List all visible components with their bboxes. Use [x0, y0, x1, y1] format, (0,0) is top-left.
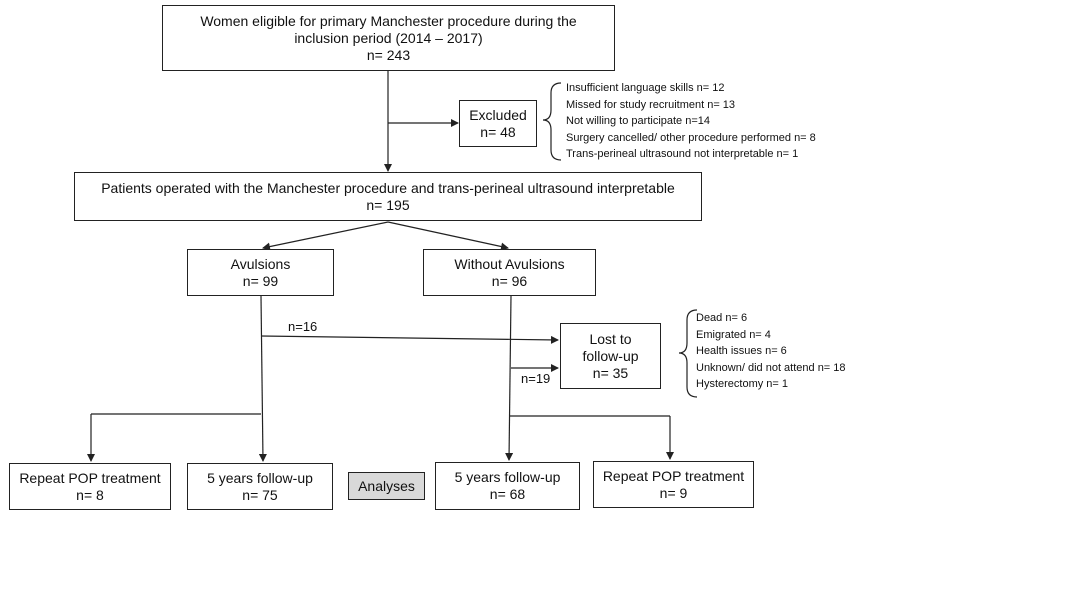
- excluded-reason: Missed for study recruitment n= 13: [566, 98, 736, 111]
- operated-count: n= 195: [366, 196, 410, 213]
- excluded-reason: Insufficient language skills n= 12: [566, 82, 725, 94]
- lost-reasons-list: Dead n= 6 Emigrated n= 4 Health issues n…: [696, 310, 846, 393]
- followup-left-count: n= 75: [242, 486, 278, 503]
- eligible-line1: Women eligible for primary Manchester pr…: [200, 12, 577, 29]
- excluded-count: n= 48: [480, 123, 516, 140]
- lost-line1: Lost to: [589, 330, 632, 347]
- followup-right-title: 5 years follow-up: [454, 469, 561, 485]
- followup-right-count: n= 68: [489, 486, 526, 502]
- excluded-title: Excluded: [469, 106, 527, 123]
- lost-reason: Hysterectomy n= 1: [696, 378, 789, 390]
- without-lost-label: n=19: [521, 371, 551, 386]
- lost-reason: Health issues n= 6: [696, 345, 787, 357]
- analyses-box: Analyses: [348, 472, 425, 500]
- excluded-reasons-list: Insufficient language skills n= 12 Misse…: [566, 80, 816, 163]
- lost-count: n= 35: [592, 364, 629, 381]
- followup-right-box: 5 years follow-up n= 68: [435, 462, 580, 510]
- without-avulsions-title: Without Avulsions: [454, 255, 565, 272]
- excluded-box: Excluded n= 48: [459, 100, 537, 147]
- lost-reason: Dead n= 6: [696, 312, 748, 324]
- repeat-pop-left-box: Repeat POP treatment n= 8: [9, 463, 171, 510]
- operated-box: Patients operated with the Manchester pr…: [74, 172, 702, 221]
- without-avulsions-box: Without Avulsions n= 96: [423, 249, 596, 296]
- repeat-right-count: n= 9: [659, 484, 688, 501]
- avulsions-count: n= 99: [242, 272, 279, 289]
- repeat-right-title: Repeat POP treatment: [602, 467, 745, 484]
- excluded-reason: Trans-perineal ultrasound not interpreta…: [566, 148, 799, 160]
- lost-reason: Emigrated n= 4: [696, 328, 771, 341]
- avulsions-lost-label: n=16: [288, 319, 318, 334]
- followup-left-box: 5 years follow-up n= 75: [187, 463, 333, 510]
- avulsions-title: Avulsions: [230, 255, 291, 272]
- lost-followup-box: Lost to follow-up n= 35: [560, 323, 661, 389]
- eligible-count: n= 243: [366, 46, 411, 63]
- repeat-pop-right-box: Repeat POP treatment n= 9: [593, 461, 754, 508]
- lost-line2: follow-up: [582, 347, 639, 364]
- repeat-left-count: n= 8: [76, 486, 104, 503]
- avulsions-box: Avulsions n= 99: [187, 249, 334, 296]
- analyses-label: Analyses: [358, 477, 415, 494]
- excluded-reason: Surgery cancelled/ other procedure perfo…: [566, 131, 816, 144]
- followup-left-title: 5 years follow-up: [207, 469, 313, 486]
- eligible-box: Women eligible for primary Manchester pr…: [162, 5, 615, 71]
- excluded-reason: Not willing to participate n=14: [566, 115, 710, 127]
- operated-line1: Patients operated with the Manchester pr…: [101, 179, 675, 196]
- eligible-line2: inclusion period (2014 – 2017): [294, 29, 483, 46]
- repeat-left-title: Repeat POP treatment: [19, 469, 161, 486]
- lost-reason: Unknown/ did not attend n= 18: [696, 361, 846, 374]
- without-avulsions-count: n= 96: [491, 272, 528, 289]
